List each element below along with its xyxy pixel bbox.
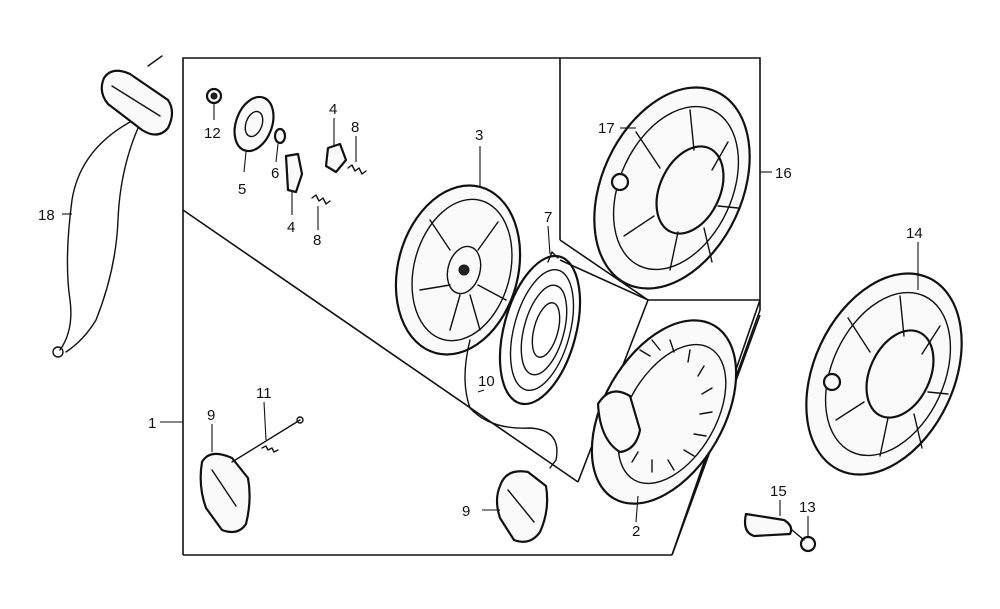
callout-12: 12 [204, 125, 221, 142]
callout-13: 13 [799, 499, 816, 516]
callout-10: 10 [478, 373, 495, 390]
bolt-part [205, 87, 223, 120]
starter-reel-part [394, 146, 522, 356]
callout-15: 15 [770, 483, 787, 500]
callout-3: 3 [475, 127, 483, 144]
starter-rope-part [464, 339, 558, 469]
collar-part [743, 500, 793, 538]
ratchet-plate-part [233, 95, 275, 173]
callout-8-lower: 8 [313, 232, 321, 249]
callout-18: 18 [38, 207, 55, 224]
assembly-divider-line-3 [559, 239, 649, 301]
callout-2: 2 [632, 523, 640, 540]
callout-6: 6 [271, 165, 279, 182]
callout-8-upper: 8 [351, 119, 359, 136]
washer-part [273, 127, 287, 163]
ratchet-pawl-lower [284, 152, 304, 215]
callout-11: 11 [256, 385, 272, 402]
callout-9-right: 9 [462, 503, 470, 520]
starter-case-part [590, 319, 738, 523]
callout-7: 7 [544, 209, 552, 226]
pawl-spring-upper [347, 136, 367, 175]
callout-9-left: 9 [207, 407, 215, 424]
callout-16: 16 [775, 165, 792, 182]
assembly-divider-line [182, 209, 579, 483]
fan-cover-upper-part [593, 86, 772, 290]
callout-4-lower: 4 [287, 219, 295, 236]
starter-grip-right [482, 470, 549, 543]
grip-rope-part [231, 401, 304, 463]
callout-1: 1 [148, 415, 156, 432]
callout-14: 14 [906, 225, 923, 242]
callout-5: 5 [238, 181, 246, 198]
fan-cover-right-part [805, 242, 963, 476]
ratchet-pawl-upper [324, 118, 348, 174]
control-cable-part [52, 55, 174, 358]
recoil-spring-part [498, 225, 582, 406]
pawl-spring-lower [311, 194, 331, 230]
callout-17: 17 [598, 120, 615, 137]
flange-bolt-part [791, 516, 817, 553]
callout-4-upper: 4 [329, 101, 337, 118]
starter-grip-left [199, 424, 251, 534]
